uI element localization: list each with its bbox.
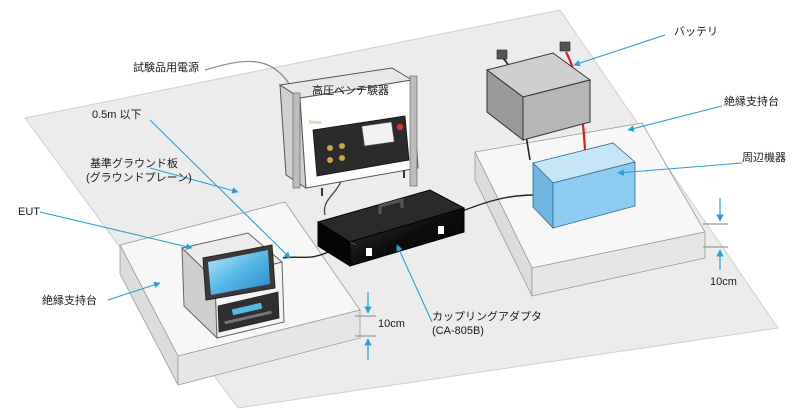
label-adapter-2: (CA-805B) xyxy=(432,325,484,337)
leader-adapter xyxy=(396,244,433,323)
label-support-right: 絶縁支持台 xyxy=(724,96,779,108)
label-height-left: 10cm xyxy=(378,318,405,330)
label-support-left: 絶縁支持台 xyxy=(42,295,97,307)
label-eut: EUT xyxy=(18,206,40,218)
leader-support-left xyxy=(107,281,161,301)
label-adapter-1: カップリングアダプタ xyxy=(432,311,542,323)
leader-peripheral xyxy=(617,162,743,176)
label-cable-length: 0.5m 以下 xyxy=(92,109,142,121)
height-marker-left xyxy=(355,292,376,360)
label-bench-tester: 高圧ベンチ験器 xyxy=(312,85,389,97)
leader-support-right xyxy=(627,105,723,132)
peripheral-device xyxy=(532,142,636,229)
label-height-right: 10cm xyxy=(710,276,737,288)
label-power: 試験品用電源 xyxy=(133,62,199,74)
label-battery: バッテリ xyxy=(674,26,718,38)
panel-brand: Noise xyxy=(309,120,322,126)
leader-ground-plane xyxy=(149,167,239,194)
leader-eut xyxy=(39,211,193,250)
coupling-adapter xyxy=(316,189,466,267)
label-ground-plane-2: (グラウンドプレーン) xyxy=(86,172,192,184)
eut-device xyxy=(180,232,285,340)
battery xyxy=(485,41,592,142)
label-peripheral: 周辺機器 xyxy=(742,152,786,164)
height-marker-right xyxy=(703,198,728,270)
label-ground-plane-1: 基準グラウンド板 xyxy=(90,158,178,170)
cable-adapter-to-peripheral xyxy=(459,194,536,213)
power-cable xyxy=(204,60,291,86)
leader-battery xyxy=(573,34,666,67)
bench-tester xyxy=(278,67,419,196)
leader-cable-length xyxy=(149,119,291,259)
